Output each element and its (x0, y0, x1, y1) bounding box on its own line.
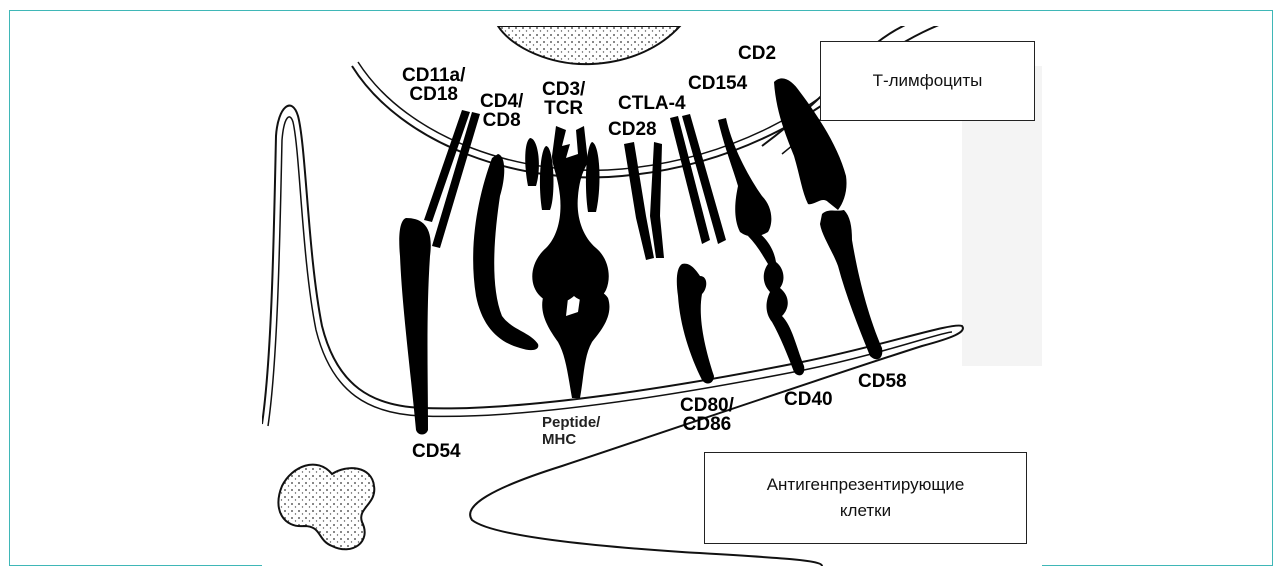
peptide-mhc-molecule (542, 290, 609, 398)
apc-label-line1: Антигенпрезентирующие (767, 472, 965, 498)
label-cd40: CD40 (784, 390, 833, 409)
cd3-subunit-2 (540, 146, 554, 210)
cd3-subunit-1 (525, 138, 539, 186)
label-peptide-mhc: Peptide/ MHC (542, 414, 600, 448)
label-cd4-cd8: CD4/ CD8 (480, 92, 523, 130)
label-cd28: CD28 (608, 120, 657, 139)
cd40-molecule (748, 232, 804, 375)
label-cd3-tcr: CD3/ TCR (542, 80, 585, 118)
apc-fragment (278, 465, 374, 550)
label-cd80-cd86: CD80/ CD86 (680, 396, 734, 434)
t-cell-nucleus (498, 26, 680, 64)
cd80-cd86-molecule (677, 264, 714, 384)
cd28-chain-2 (650, 142, 664, 258)
cd54-molecule (399, 218, 431, 435)
cd154-molecule (718, 118, 771, 237)
cd3-subunit-3 (586, 142, 600, 212)
label-ctla4: CTLA-4 (618, 94, 686, 113)
cd28-chain-1 (624, 142, 654, 260)
label-cd2: CD2 (738, 44, 776, 63)
label-cd154: CD154 (688, 74, 747, 93)
apc-box: Антигенпрезентирующие клетки (704, 452, 1027, 544)
label-cd54: CD54 (412, 442, 461, 461)
cd58-molecule (820, 210, 882, 359)
apc-label-line2: клетки (840, 498, 891, 524)
label-cd58: CD58 (858, 372, 907, 391)
label-cd11a-cd18: CD11a/ CD18 (402, 66, 465, 104)
t-cells-label: Т-лимфоциты (873, 68, 983, 94)
t-cells-box: Т-лимфоциты (820, 41, 1035, 121)
